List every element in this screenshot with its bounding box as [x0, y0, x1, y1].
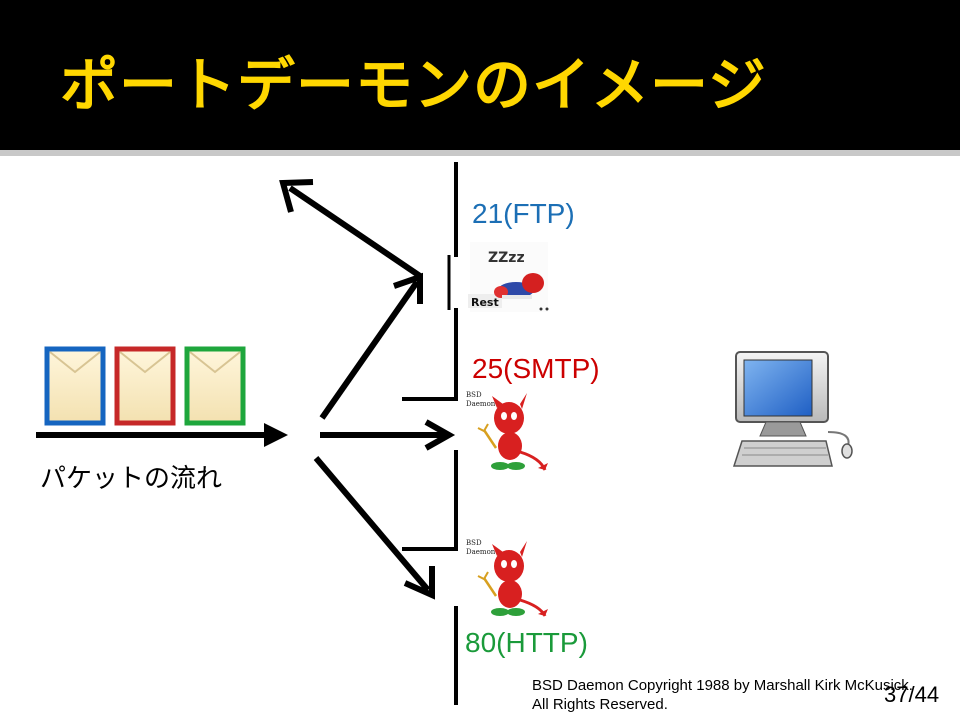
svg-text:BSD: BSD [466, 539, 482, 547]
page-number: 37/44 [884, 682, 940, 707]
envelope-blue [44, 346, 106, 426]
port-label-http: 80(HTTP) [465, 627, 588, 658]
svg-text:BSD: BSD [466, 391, 482, 399]
port-label-smtp: 25(SMTP) [472, 353, 600, 384]
svg-text:Daemon: Daemon [466, 548, 496, 556]
title-divider [0, 150, 960, 156]
copyright-line-2: All Rights Reserved. [532, 696, 668, 713]
packet-flow-caption: パケットの流れ [40, 464, 223, 494]
bsd-daemon-icon-http: BSD Daemon [466, 539, 548, 617]
computer-icon [732, 351, 853, 467]
port-wall [402, 162, 458, 705]
envelope-red [114, 346, 176, 426]
port-label-ftp: 21(FTP) [472, 198, 575, 229]
bsd-daemon-icon-smtp: BSD Daemon [466, 391, 548, 471]
arrow-to-ftp [319, 272, 423, 420]
svg-text:Daemon: Daemon [466, 400, 496, 408]
arrow-rejected [279, 179, 422, 279]
title-bar [0, 0, 960, 150]
copyright-line-1: BSD Daemon Copyright 1988 by Marshall Ki… [532, 677, 913, 694]
arrow-to-http [313, 456, 435, 600]
rest-badge: Rest [471, 296, 499, 309]
sleep-text: ZZzz [488, 250, 525, 266]
envelope-green [184, 346, 246, 426]
slide-title: ポートデーモンのイメージ [60, 51, 767, 119]
arrow-to-smtp [320, 419, 456, 451]
sleeping-daemon-icon: ZZzz Rest [468, 242, 549, 312]
copyright-notice: BSD Daemon Copyright 1988 by Marshall Ki… [532, 676, 913, 714]
packet-flow-arrow [36, 423, 288, 447]
